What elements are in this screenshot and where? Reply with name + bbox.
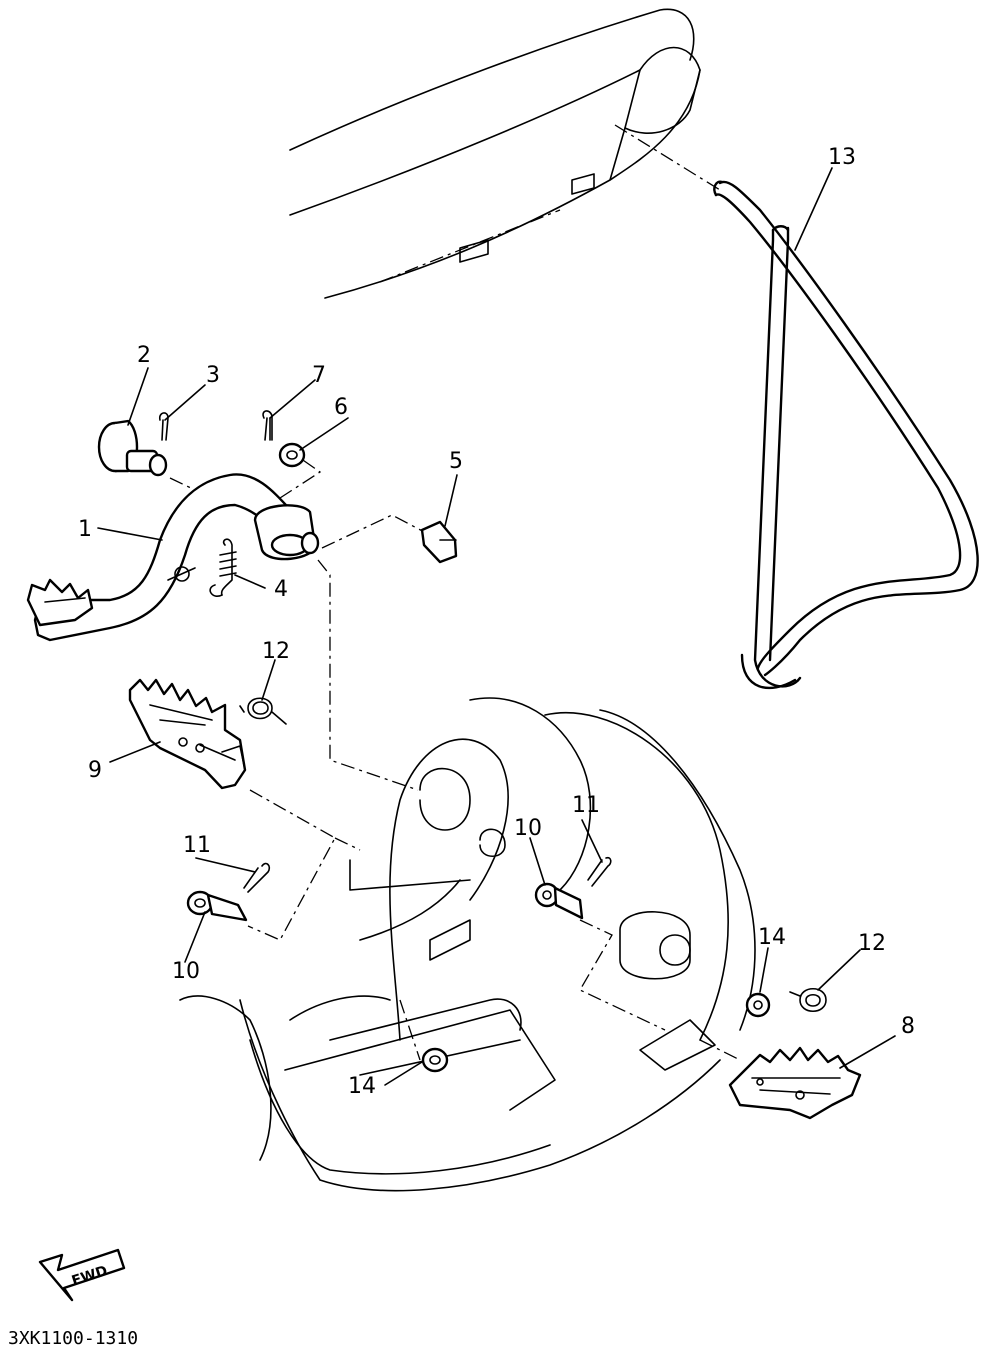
part-14-washer-right bbox=[745, 992, 771, 1018]
callout-13: 13 bbox=[828, 145, 856, 170]
part-9-left-footrest bbox=[128, 678, 247, 790]
rear-subframe-outline bbox=[289, 8, 701, 299]
part-12-footrest-spring-left bbox=[239, 697, 287, 725]
part-13-stand bbox=[713, 180, 979, 690]
part-12-footrest-spring-right bbox=[789, 987, 827, 1013]
part-8-right-footrest bbox=[728, 1046, 862, 1120]
diagram-code: 3XK1100-1310 bbox=[8, 1328, 138, 1349]
main-frame-outline bbox=[179, 697, 756, 1192]
callout-8: 8 bbox=[901, 1014, 915, 1039]
callout-numbers: 1 2 3 4 5 6 7 8 9 10 10 11 11 12 12 13 1… bbox=[78, 145, 915, 1099]
callout-4: 4 bbox=[274, 577, 288, 602]
part-11-cotter-pin-right bbox=[587, 856, 612, 887]
part-11-cotter-pin-left bbox=[243, 862, 271, 893]
callout-14-right: 14 bbox=[758, 925, 786, 950]
callout-1: 1 bbox=[78, 517, 92, 542]
forward-direction-arrow: FWD bbox=[38, 1248, 126, 1302]
callout-10-left: 10 bbox=[172, 959, 200, 984]
part-10-footrest-pin-right bbox=[534, 882, 584, 920]
callout-leaders bbox=[97, 167, 896, 1086]
stand-mount-leader bbox=[614, 124, 721, 191]
part-14-washer-lower bbox=[421, 1047, 449, 1073]
assembly-leaders bbox=[169, 457, 741, 1061]
part-1-brake-pedal bbox=[26, 473, 320, 642]
callout-11-right: 11 bbox=[572, 793, 600, 818]
callout-12-right: 12 bbox=[858, 931, 886, 956]
callout-3: 3 bbox=[206, 363, 220, 388]
callout-10-right: 10 bbox=[514, 816, 542, 841]
callout-2: 2 bbox=[137, 343, 151, 368]
part-7-cotter-pin bbox=[262, 410, 273, 441]
callout-9: 9 bbox=[88, 758, 102, 783]
callout-14-lower: 14 bbox=[348, 1074, 376, 1099]
subframe-centerline bbox=[379, 209, 561, 283]
part-3-cotter-pin bbox=[158, 412, 169, 441]
callout-12-left: 12 bbox=[262, 639, 290, 664]
part-6-washer bbox=[278, 442, 306, 468]
svg-text:FWD: FWD bbox=[70, 1263, 110, 1290]
part-10-footrest-pin-left bbox=[186, 890, 248, 922]
part-5-pivot-pin bbox=[420, 520, 458, 564]
part-2-pivot-shaft bbox=[97, 419, 168, 477]
callout-5: 5 bbox=[449, 449, 463, 474]
callout-11-left: 11 bbox=[183, 833, 211, 858]
callout-7: 7 bbox=[312, 363, 326, 388]
callout-6: 6 bbox=[334, 395, 348, 420]
part-4-return-spring bbox=[209, 538, 237, 597]
